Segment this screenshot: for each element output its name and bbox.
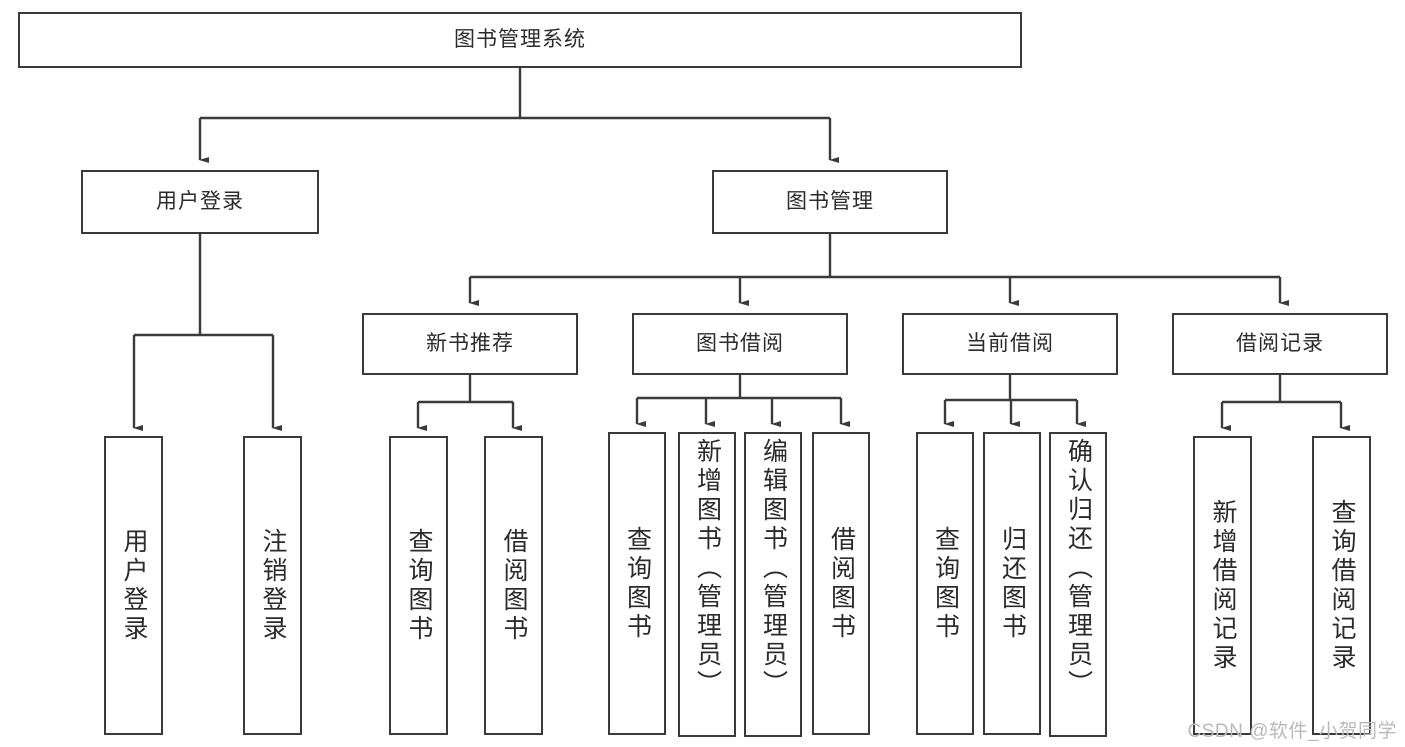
leaf-bookborrow-add-book-admin[interactable]: 新增图书（管理员）	[678, 432, 736, 737]
node-label: 新增借阅记录	[1209, 498, 1237, 673]
node-root-book-management-system[interactable]: 图书管理系统	[18, 12, 1022, 68]
node-label: 查询借阅记录	[1328, 498, 1356, 673]
leaf-currentborrow-confirm-return-admin[interactable]: 确认归还（管理员）	[1049, 432, 1107, 737]
node-label: 图书管理系统	[454, 28, 586, 52]
leaf-currentborrow-return-book[interactable]: 归还图书	[983, 432, 1041, 735]
node-book-borrow[interactable]: 图书借阅	[632, 313, 848, 375]
node-label: 图书借阅	[696, 332, 784, 356]
node-label: 当前借阅	[966, 332, 1054, 356]
node-label: 确认归还（管理员）	[1064, 438, 1093, 699]
node-label: 借阅图书	[500, 527, 528, 644]
node-label: 图书管理	[786, 190, 874, 214]
leaf-bookborrow-edit-book-admin[interactable]: 编辑图书（管理员）	[744, 432, 802, 737]
node-user-login[interactable]: 用户登录	[81, 170, 319, 234]
node-label: 新书推荐	[426, 332, 514, 356]
node-label: 借阅图书	[827, 525, 856, 642]
node-new-book-recommend[interactable]: 新书推荐	[362, 313, 578, 375]
leaf-newbook-borrow-book[interactable]: 借阅图书	[484, 436, 543, 735]
leaf-newbook-query-book[interactable]: 查询图书	[389, 436, 448, 735]
leaf-currentborrow-query-book[interactable]: 查询图书	[916, 432, 974, 735]
node-label: 查询图书	[405, 527, 433, 644]
node-label: 归还图书	[998, 525, 1027, 642]
node-label: 查询图书	[931, 525, 960, 642]
node-current-borrow[interactable]: 当前借阅	[902, 313, 1118, 375]
node-borrow-record[interactable]: 借阅记录	[1172, 313, 1388, 375]
node-label: 注销登录	[259, 527, 287, 644]
node-label: 查询图书	[623, 525, 652, 642]
leaf-bookborrow-query-book[interactable]: 查询图书	[608, 432, 666, 735]
node-label: 新增图书（管理员）	[693, 438, 722, 699]
leaf-user-login[interactable]: 用户登录	[104, 436, 163, 735]
node-label: 用户登录	[120, 527, 148, 644]
node-label: 用户登录	[156, 190, 244, 214]
node-label: 借阅记录	[1236, 332, 1324, 356]
leaf-bookborrow-borrow-book[interactable]: 借阅图书	[812, 432, 870, 735]
leaf-borrowrecord-add-record[interactable]: 新增借阅记录	[1193, 436, 1252, 735]
node-book-management[interactable]: 图书管理	[712, 170, 948, 234]
leaf-borrowrecord-query-record[interactable]: 查询借阅记录	[1312, 436, 1371, 735]
leaf-logout[interactable]: 注销登录	[243, 436, 302, 735]
node-label: 编辑图书（管理员）	[759, 438, 788, 699]
